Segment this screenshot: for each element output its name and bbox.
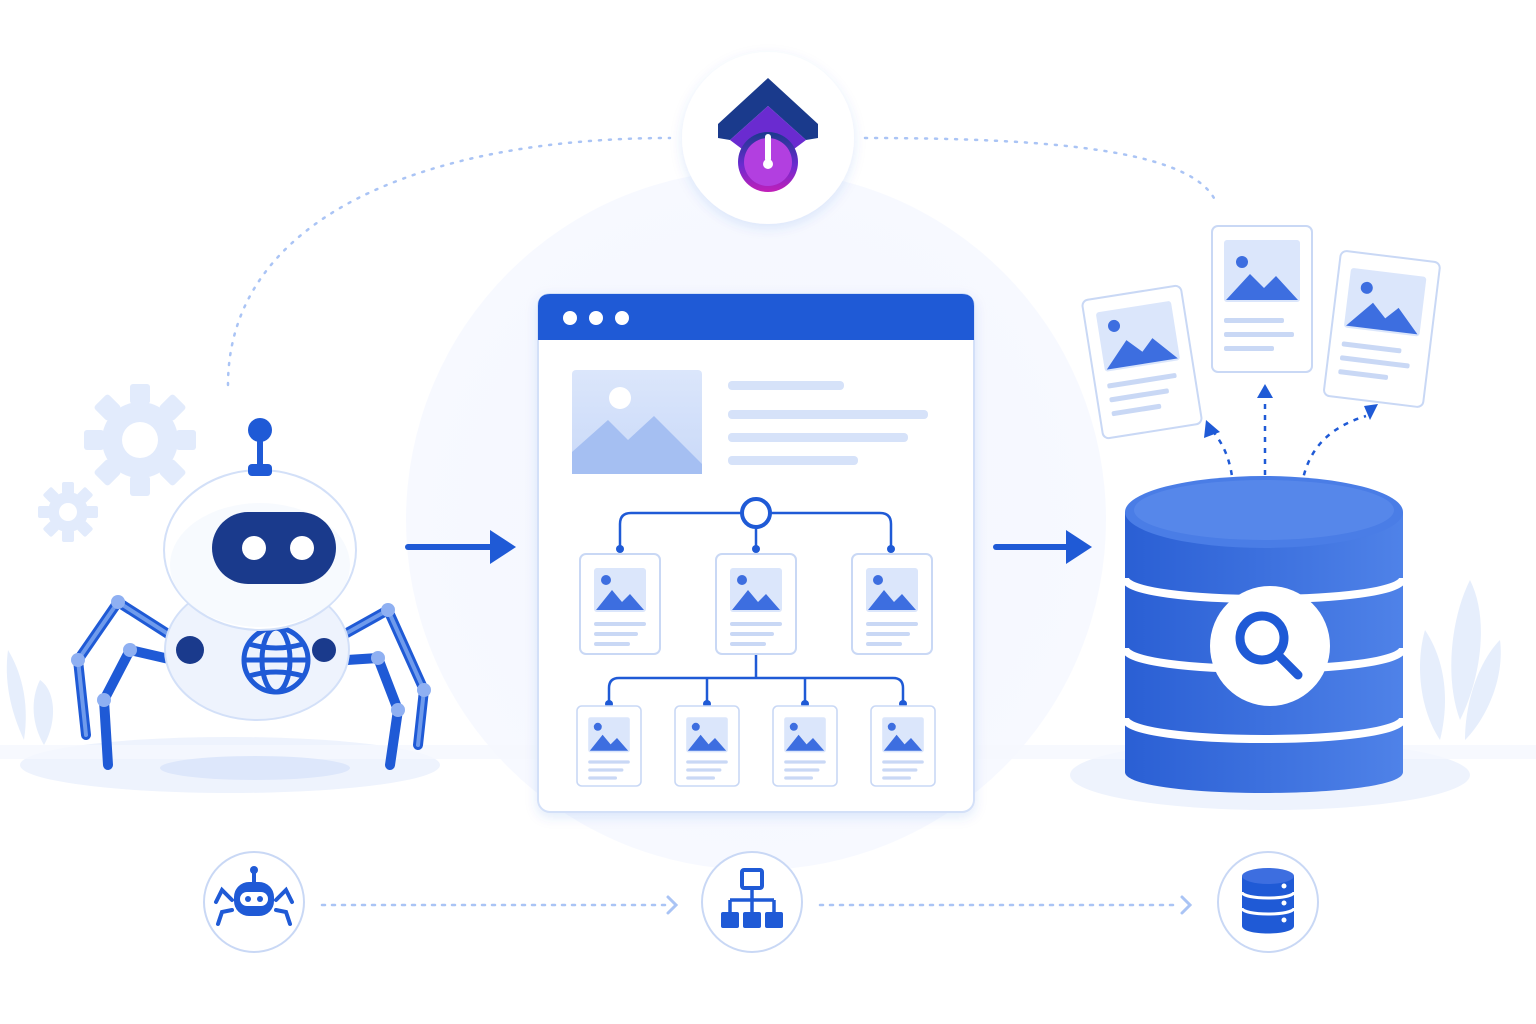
sitemap-page-card (579, 553, 661, 655)
sitemap-page-card (870, 705, 936, 787)
output-page-card (1211, 225, 1313, 373)
output-page-card (1323, 250, 1441, 408)
window-dots (563, 311, 629, 325)
step-circle-index (1217, 851, 1319, 953)
hero-image-icon (572, 370, 702, 474)
step-circle-structure (701, 851, 803, 953)
sitemap-page-card (851, 553, 933, 655)
sitemap-page-card (576, 705, 642, 787)
text-lines (728, 381, 928, 465)
arrow-up-with-pin-logo-icon (718, 78, 818, 192)
top-dotted-arc (226, 136, 1217, 387)
sitemap-page-card (674, 705, 740, 787)
database-icon (1240, 868, 1296, 934)
robot-spider-icon (214, 866, 294, 926)
web-page-sitemap-icon (537, 293, 975, 813)
step-circle-crawl (203, 851, 305, 953)
hierarchy-icon (721, 868, 783, 928)
sitemap-root-node (740, 497, 772, 529)
database-search-icon (1121, 476, 1407, 793)
output-page-card (1081, 284, 1203, 440)
sitemap-page-card (715, 553, 797, 655)
gear-small-icon (38, 482, 98, 542)
gear-large-icon (84, 384, 196, 496)
arrow-right-icon (993, 530, 1092, 564)
arrow-right-icon (405, 530, 516, 564)
sitemap-page-card (772, 705, 838, 787)
search-icon (1235, 611, 1303, 680)
chevron-right-icon (666, 895, 1193, 915)
sitemap-connectors (607, 511, 905, 703)
leaf-right-icon (1420, 580, 1501, 740)
leaf-left-icon (6, 650, 54, 745)
spider-robot-icon (71, 418, 431, 780)
